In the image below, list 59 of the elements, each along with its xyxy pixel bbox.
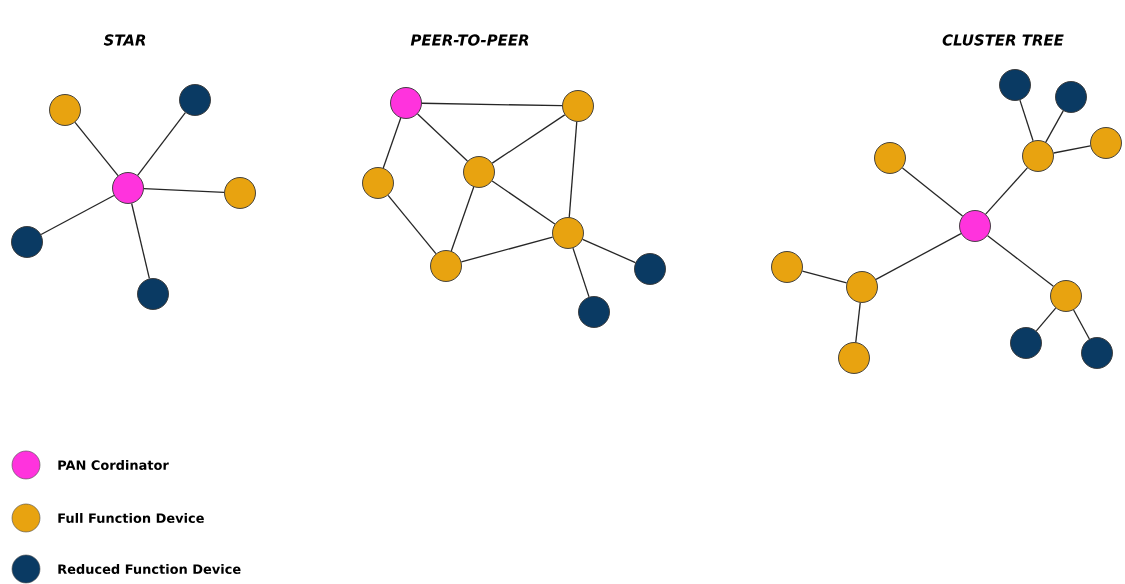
link-line [901,167,964,217]
device-circle [463,156,495,188]
link-line [855,302,861,343]
heading: PEER-TO-PEER [410,34,529,46]
legend-label: PAN Cordinator [58,459,169,470]
link-line [387,194,437,255]
link-line [421,102,563,107]
link-line [131,202,150,280]
link-line [450,186,475,252]
link-line [987,235,1054,287]
device-circle [838,342,870,374]
link-line [491,180,556,225]
link-line [1045,110,1064,143]
link-line [568,121,578,218]
link-line [1019,99,1034,142]
device-circle [362,167,394,199]
device-circle [390,87,422,119]
device-circle [846,271,878,303]
link-line [572,247,590,298]
device-circle [874,142,906,174]
link-line [382,117,402,169]
link-line [581,238,637,264]
link-line [40,194,115,236]
link-line [801,270,848,284]
device-circle [137,278,169,310]
device-circle [1055,81,1087,113]
link-line [137,112,186,176]
link-line [74,121,119,177]
device-circle [552,217,584,249]
device-circle [11,226,43,258]
device-circle [179,84,211,116]
link-line [460,236,554,263]
heading: STAR [103,34,146,46]
device-circle [112,172,144,204]
link-line [491,114,566,164]
link-line [1072,309,1091,340]
device-circle [771,251,803,283]
link-line [416,113,469,162]
device-circle [49,94,81,126]
device-circle [430,250,462,282]
device-circle [578,296,610,328]
device-circle [959,210,991,242]
link-line [875,232,962,281]
device-circle [634,253,666,285]
device-circle [1022,140,1054,172]
link-line [1053,145,1091,154]
link-line [985,167,1028,215]
device-circle [1010,327,1042,359]
link-line [1035,307,1057,332]
link-line [143,188,225,193]
legend-label: Reduced Function Device [58,563,241,574]
device-circle [224,177,256,209]
device-circle [562,90,594,122]
legend-label: Full Function Device [58,512,204,523]
device-circle [1081,337,1113,369]
device-circle [1090,127,1122,159]
device-circle [1050,280,1082,312]
device-circle [999,69,1031,101]
heading: CLUSTER TREE [942,34,1064,46]
